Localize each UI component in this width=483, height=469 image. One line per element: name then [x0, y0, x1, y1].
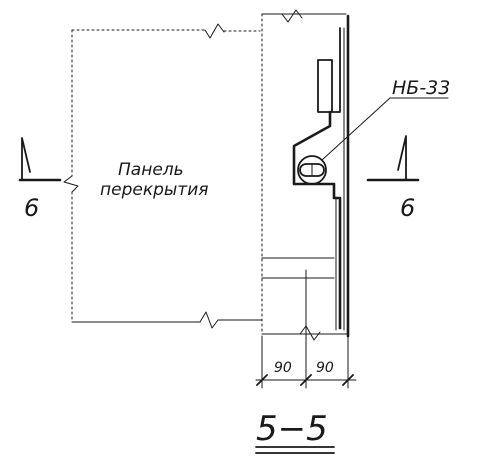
section-marker-left — [18, 137, 62, 182]
wall-section — [261, 9, 350, 341]
panel-label-line1: Панель — [118, 160, 184, 180]
dimension-chain — [255, 269, 357, 389]
panel-label-line2: перекрытия — [100, 180, 208, 200]
section-title: 5−5 — [256, 409, 328, 449]
bolt-symbol — [297, 155, 327, 185]
steel-angle — [261, 27, 345, 331]
section-number-right: 6 — [400, 194, 415, 222]
section-marker-right — [366, 135, 420, 182]
section-number-left: 6 — [24, 194, 39, 222]
floor-panel-outline — [63, 23, 263, 329]
dimension-right: 90 — [316, 360, 334, 376]
dimension-left: 90 — [274, 360, 292, 376]
mark-label: НБ-33 — [392, 77, 450, 99]
section-title-underline — [255, 446, 335, 454]
mark-leader — [321, 97, 449, 161]
